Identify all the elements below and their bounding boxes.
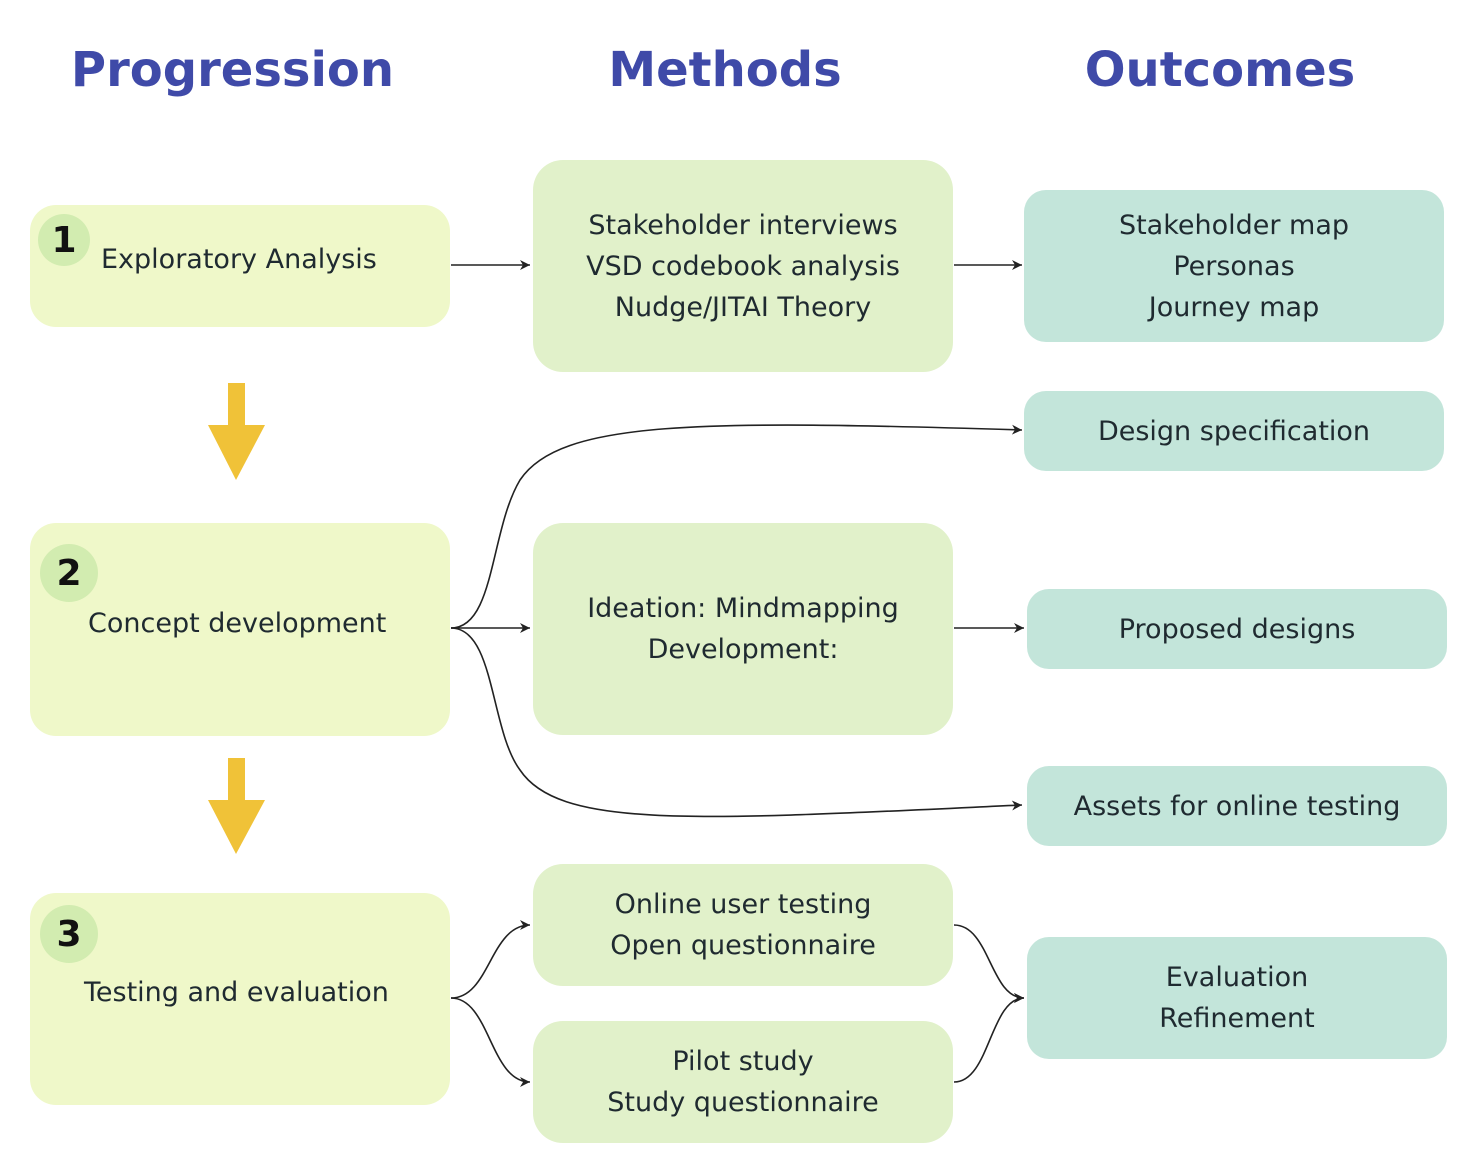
outcome-item: Refinement [1159,1003,1315,1034]
connector-concept-to-online-assets [450,627,1023,818]
connector-testing-to-pilot [450,997,531,1087]
method-item: Pilot study [672,1046,814,1077]
connector-concept-to-design-spec [450,424,1023,629]
connector-pilot-to-evaluation [953,993,1025,1083]
method-item: Development: [647,634,839,665]
stage-arrow-2-to-3 [208,758,265,854]
outcome-box-proposed-designs: Proposed designs [1027,589,1447,669]
method-item: Nudge/JITAI Theory [614,291,872,323]
methods-box-user-testing: Online user testing Open questionnaire [533,864,953,986]
stage-number-badge: 3 [40,905,98,963]
header-progression: Progression [70,42,395,98]
outcome-item: Proposed designs [1118,613,1356,645]
outcome-box-design-spec: Design specification [1024,391,1444,471]
outcome-item: Journey map [1148,291,1320,323]
methods-box-pilot: Pilot study Study questionnaire [533,1021,953,1143]
outcome-item: Evaluation [1165,962,1309,993]
stage-label-testing: Testing and evaluation [84,977,389,1008]
methods-box-concept: Ideation: Mindmapping Development: [533,523,953,735]
stage-box-testing [30,893,450,1105]
stage-box-exploratory [30,205,450,327]
outcome-box-online-assets: Assets for online testing [1027,766,1447,846]
stage-number-badge: 2 [40,544,98,602]
stage-label-exploratory: Exploratory Analysis [101,244,377,275]
methods-box-exploratory: Stakeholder interviews VSD codebook anal… [533,160,953,372]
method-item: Open questionnaire [610,930,876,961]
header-outcomes: Outcomes [1084,42,1356,98]
header-methods: Methods [608,42,842,98]
outcome-box-evaluation: Evaluation Refinement [1027,937,1447,1059]
method-item: Online user testing [614,889,872,920]
outcome-item: Assets for online testing [1073,790,1401,822]
stage-arrow-1-to-2 [208,383,265,480]
stage-number-badge: 1 [38,214,90,266]
method-item: Study questionnaire [607,1087,879,1118]
method-item: VSD codebook analysis [586,250,900,282]
outcome-item: Design specification [1097,415,1371,447]
method-item: Stakeholder interviews [588,209,898,241]
outcome-item: Stakeholder map [1118,209,1350,241]
stage-box-concept [30,523,450,736]
method-item: Ideation: Mindmapping [587,593,899,624]
connector-user-testing-to-evaluation [953,924,1025,1003]
connector-testing-to-user-testing [450,920,531,999]
outcome-item: Personas [1173,250,1295,282]
outcome-box-exploratory: Stakeholder map Personas Journey map [1024,190,1444,342]
stage-label-concept: Concept development [88,608,387,639]
